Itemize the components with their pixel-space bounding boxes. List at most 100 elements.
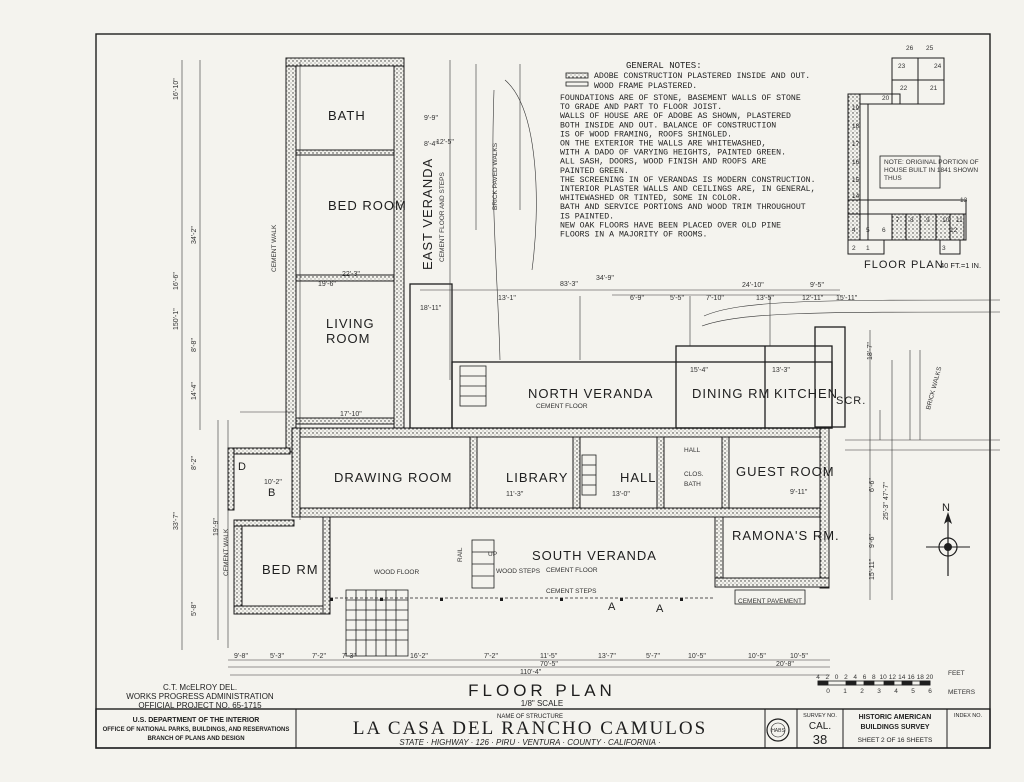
key-plan-number: 16 — [852, 159, 860, 166]
scale-tick-feet: 6 — [863, 674, 867, 681]
room-label-north-veranda: NORTH VERANDA — [528, 386, 653, 401]
key-plan-number: 23 — [898, 63, 906, 70]
dimension-label: 33'-7" — [173, 512, 180, 530]
key-plan-number: 26 — [906, 45, 914, 52]
notes-line: PAINTED GREEN. — [560, 167, 629, 176]
dimension-label: 150'-1" — [173, 308, 180, 330]
key-plan-number: 6 — [882, 227, 886, 234]
dept-line-1: U.S. DEPARTMENT OF THE INTERIOR — [133, 717, 260, 724]
key-plan-number: 14 — [852, 193, 860, 200]
index-label: INDEX NO. — [954, 713, 983, 719]
room-label-b: B — [268, 487, 276, 499]
room-label-south-veranda-floor: CEMENT FLOOR — [546, 567, 598, 574]
dimension-label: 19'-6" — [318, 281, 336, 288]
dimension-label: 7'-3" — [342, 653, 356, 660]
key-plan-number: 2 — [852, 245, 856, 252]
room-label-up: UP — [488, 551, 497, 558]
dimension-label: 5'-8" — [191, 602, 198, 616]
credit-delineator: C.T. McELROY DEL. — [163, 683, 237, 692]
room-label-living-2: ROOM — [326, 331, 370, 346]
title-block-frame — [95, 708, 991, 749]
dimension-label: 10'-5" — [688, 653, 706, 660]
key-plan-number: 5 — [866, 227, 870, 234]
room-label-closet: CLOS. — [684, 471, 704, 478]
key-plan-number: 13 — [960, 197, 968, 204]
room-label-d: D — [238, 461, 247, 473]
room-label-ramonas: RAMONA'S RM. — [732, 528, 840, 543]
room-label-north-veranda-floor: CEMENT FLOOR — [536, 403, 588, 410]
room-label-scr: SCR. — [836, 395, 866, 407]
notes-line: FOUNDATIONS ARE OF STONE, BASEMENT WALLS… — [560, 94, 801, 103]
scale-tick-feet: 2 — [825, 674, 829, 681]
scale-tick-feet: 16 — [907, 674, 915, 681]
section-marker-a-1: A — [608, 601, 616, 613]
scale-tick-meters: 3 — [877, 688, 881, 695]
scale-tick-meters: 6 — [928, 688, 932, 695]
dimension-label: 20'-8" — [776, 661, 794, 668]
survey-state: CAL. — [809, 721, 831, 732]
key-plan-number: 3 — [942, 245, 946, 252]
survey-number: 38 — [813, 732, 827, 747]
dimension-label: 9'-5" — [810, 282, 824, 289]
room-label-south-veranda: SOUTH VERANDA — [532, 548, 657, 563]
room-label-cement-pavement: CEMENT PAVEMENT — [738, 598, 802, 605]
room-label-guest-room: GUEST ROOM — [736, 464, 835, 479]
dimension-label: 19'-9" — [213, 518, 220, 536]
wood-frame-walls — [409, 283, 846, 429]
habs-seal-icon: HABS — [766, 718, 790, 742]
room-label-cement-steps: CEMENT STEPS — [546, 588, 597, 595]
key-plan-note-3: THUS — [884, 175, 902, 182]
notes-line: BATH AND SERVICE PORTIONS AND WOOD TRIM … — [560, 203, 806, 212]
room-label-hall-small: HALL — [684, 447, 701, 454]
room-label-rail: RAIL — [457, 547, 464, 562]
notes-line: ON THE EXTERIOR THE WALLS ARE WHITEWASHE… — [560, 140, 766, 149]
scale-tick-meters: 1 — [843, 688, 847, 695]
legend-wood-swatch — [565, 81, 589, 87]
scale-tick-feet: 0 — [835, 674, 839, 681]
dimension-label: 13'-0" — [612, 491, 630, 498]
key-plan-number: 20 — [882, 95, 890, 102]
room-label-wood-steps: WOOD STEPS — [496, 568, 541, 575]
dimension-label: 9'-9" — [424, 115, 438, 122]
key-plan-number: 22 — [900, 85, 908, 92]
room-label-bath-small: BATH — [684, 481, 701, 488]
structure-name-label: NAME OF STRUCTURE — [497, 714, 563, 720]
scale-tick-feet: 18 — [917, 674, 925, 681]
dimension-label: 6'-6" — [869, 478, 876, 492]
dimension-label: 110'-4" — [520, 669, 542, 676]
key-plan-number: 15 — [852, 177, 860, 184]
dimension-label: 83'-3" — [560, 281, 578, 288]
scale-feet-label: FEET — [948, 670, 965, 677]
room-label-bed-room: BED ROOM — [328, 198, 407, 213]
scale-tick-feet: 4 — [816, 674, 820, 681]
room-label-hall: HALL — [620, 470, 657, 485]
building-walls — [227, 57, 830, 615]
dimension-label: 47'-7" — [883, 482, 890, 500]
dimension-label: 16'-10" — [173, 78, 180, 100]
scale-tick-meters: 5 — [911, 688, 915, 695]
dimension-label: 8'-4" — [424, 141, 438, 148]
scale-tick-meters: 4 — [894, 688, 898, 695]
room-label-bath: BATH — [328, 108, 366, 123]
north-arrow-icon — [926, 512, 970, 576]
scale-tick-feet: 20 — [926, 674, 934, 681]
structure-name: LA CASA DEL RANCHO CAMULOS — [353, 718, 707, 739]
key-plan-note-2: HOUSE BUILT IN 1841 SHOWN — [884, 167, 978, 174]
room-label-library: LIBRARY — [506, 470, 568, 485]
room-label-living-1: LIVING — [326, 316, 375, 331]
dimension-label: 15'-11" — [836, 295, 858, 302]
dimension-label: 70'-5" — [540, 661, 558, 668]
scale-tick-feet: 8 — [872, 674, 876, 681]
room-label-bed-rm: BED RM — [262, 562, 319, 577]
key-plan — [847, 57, 967, 255]
dimension-label: 8'-2" — [191, 456, 198, 470]
dimension-label: 12'-11" — [802, 295, 824, 302]
notes-line: NEW OAK FLOORS HAVE BEEN PLACED OVER OLD… — [560, 221, 781, 230]
seal-text: HABS — [771, 728, 785, 734]
key-plan-number: 9 — [926, 217, 930, 224]
scale-tick-meters: 0 — [826, 688, 830, 695]
sheet-number: SHEET 2 OF 16 SHEETS — [858, 737, 933, 744]
